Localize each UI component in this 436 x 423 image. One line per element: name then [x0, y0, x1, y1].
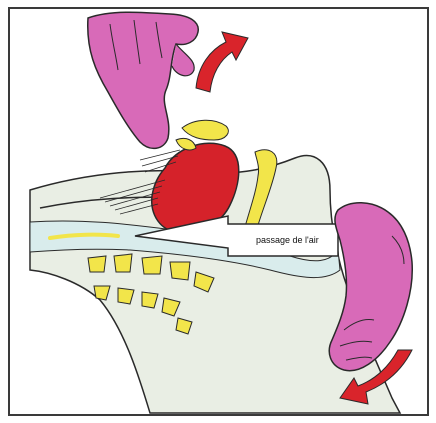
callout-label: passage de l'air: [256, 235, 319, 245]
